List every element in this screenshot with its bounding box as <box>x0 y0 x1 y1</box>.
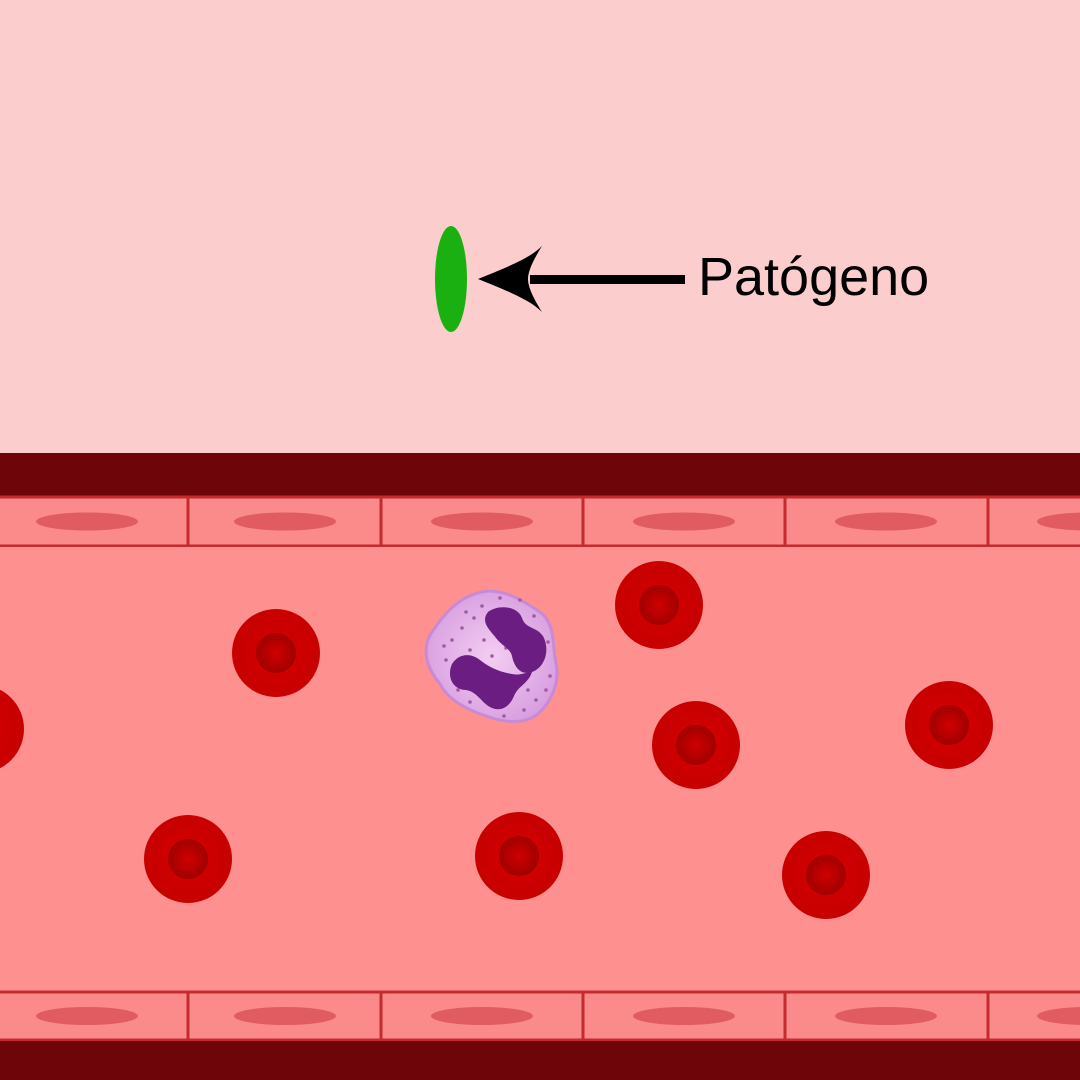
neutrophil-granule <box>490 654 494 658</box>
red-blood-cell <box>144 815 232 903</box>
red-blood-cell-center <box>256 633 296 673</box>
neutrophil-granule <box>468 700 472 704</box>
red-blood-cell <box>905 681 993 769</box>
neutrophil-granule <box>472 616 476 620</box>
red-blood-cell <box>615 561 703 649</box>
endothelial-nucleus <box>234 1007 336 1025</box>
neutrophil-granule <box>480 604 484 608</box>
neutrophil-granule <box>468 648 472 652</box>
neutrophil-granule <box>534 698 538 702</box>
red-blood-cell-center <box>639 585 679 625</box>
neutrophil-granule <box>456 688 460 692</box>
tissue-region <box>0 0 1080 455</box>
red-blood-cell <box>652 701 740 789</box>
neutrophil-granule <box>450 638 454 642</box>
endothelial-nucleus <box>36 512 138 531</box>
endothelial-nucleus <box>633 512 735 531</box>
neutrophil-granule <box>498 596 502 600</box>
pathogen-label: Patógeno <box>698 247 929 307</box>
endothelial-nucleus <box>431 512 533 531</box>
neutrophil-granule <box>522 708 526 712</box>
red-blood-cell-center <box>806 855 846 895</box>
red-blood-cell-center <box>168 839 208 879</box>
neutrophil-granule <box>442 644 446 648</box>
neutrophil-granule <box>464 610 468 614</box>
endothelial-nucleus <box>633 1007 735 1025</box>
red-blood-cell-center <box>676 725 716 765</box>
red-blood-cell <box>782 831 870 919</box>
neutrophil-granule <box>544 688 548 692</box>
neutrophil-granule <box>532 614 536 618</box>
red-blood-cell <box>232 609 320 697</box>
endothelial-nucleus <box>1037 512 1080 531</box>
neutrophil-granule <box>518 598 522 602</box>
red-blood-cell-center <box>499 836 539 876</box>
red-blood-cells <box>0 561 993 919</box>
endothelial-nucleus <box>36 1007 138 1025</box>
neutrophil-granule <box>502 714 506 718</box>
red-blood-cell <box>0 689 24 769</box>
endothelium-bottom <box>0 990 1080 1042</box>
endothelial-nucleus <box>835 1007 937 1025</box>
pathogen-icon <box>435 226 467 332</box>
endothelial-nucleus <box>1037 1007 1080 1025</box>
vessel-wall-top <box>0 453 1080 496</box>
endothelial-nucleus <box>234 512 336 531</box>
endothelium-top <box>0 495 1080 548</box>
red-blood-cell-center <box>929 705 969 745</box>
red-blood-cell-body <box>0 689 24 769</box>
neutrophil-granule <box>546 640 550 644</box>
neutrophil-granule <box>460 626 464 630</box>
endothelial-nucleus <box>835 512 937 531</box>
neutrophil-icon <box>424 589 559 723</box>
neutrophil-granule <box>526 688 530 692</box>
neutrophil-granule <box>482 638 486 642</box>
endothelial-nucleus <box>431 1007 533 1025</box>
pointer-arrow <box>478 246 685 312</box>
neutrophil-granule <box>444 658 448 662</box>
neutrophil-granule <box>548 674 552 678</box>
vessel-wall-bottom <box>0 1041 1080 1080</box>
red-blood-cell <box>475 812 563 900</box>
